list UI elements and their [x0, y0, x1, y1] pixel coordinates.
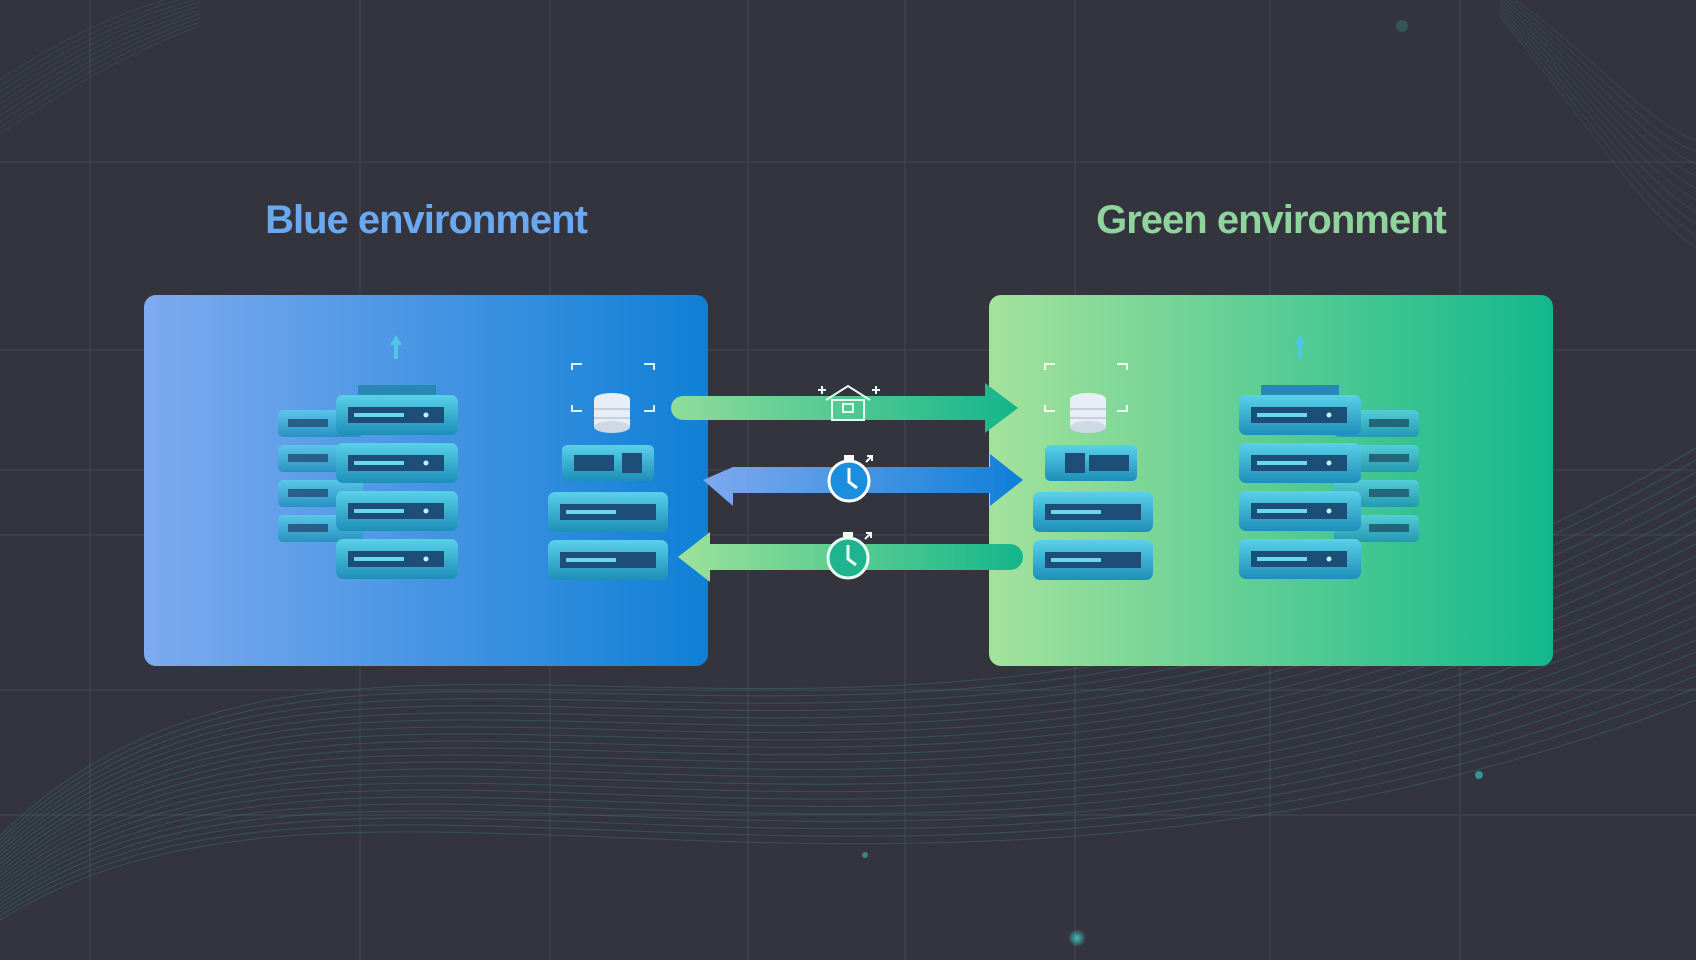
deploy-router-icon — [818, 384, 880, 421]
blue-environment-title: Blue environment — [265, 198, 588, 242]
server-rack-right — [1239, 335, 1361, 579]
green-environment-panel — [989, 295, 1553, 666]
stopwatch-icon — [827, 455, 873, 503]
upload-arrow-icon — [1294, 335, 1306, 359]
switch-arrow-blue-to-green — [671, 383, 1018, 433]
upload-arrow-icon — [390, 335, 402, 359]
database-server-left — [548, 363, 668, 580]
blue-environment-panel — [144, 295, 708, 666]
database-server-right — [1033, 363, 1153, 580]
green-environment-title: Green environment — [1096, 198, 1447, 242]
stopwatch-icon — [826, 532, 872, 580]
server-rack-left — [336, 335, 458, 579]
